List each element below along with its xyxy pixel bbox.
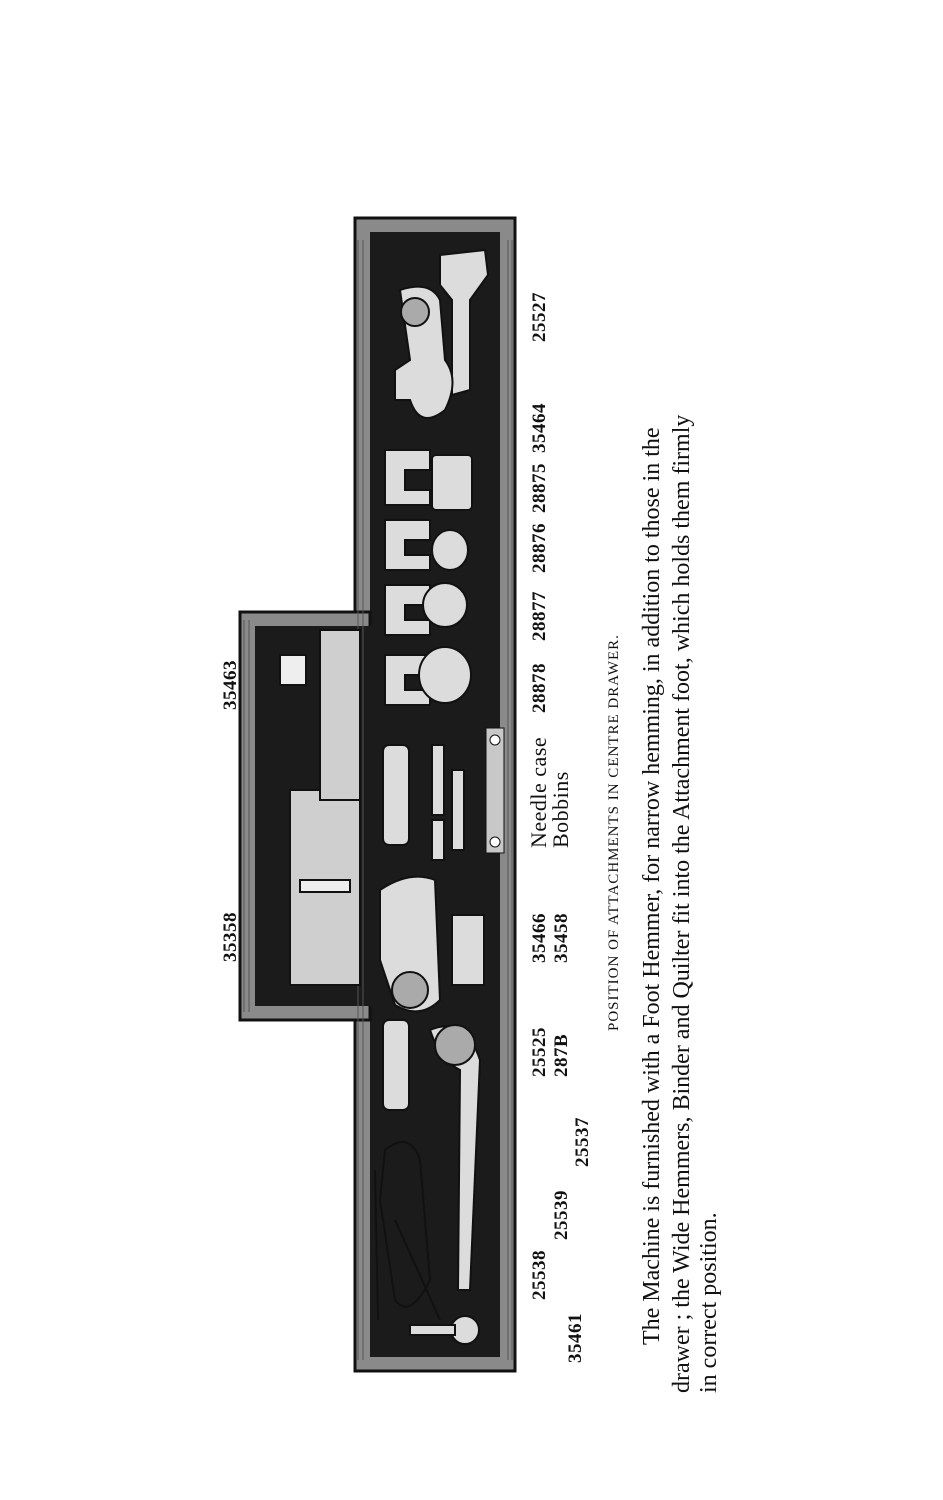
attachment-25537 xyxy=(378,1141,432,1308)
attachment-25525 xyxy=(382,1019,410,1111)
part-label-35458: 35458 xyxy=(551,913,572,963)
part-label-35464: 35464 xyxy=(529,403,550,453)
part-label-25539: 25539 xyxy=(551,1190,572,1240)
attachment-28875 xyxy=(384,449,431,506)
attachment-25527 xyxy=(439,248,490,397)
part-label-25527: 25527 xyxy=(529,292,550,342)
divider xyxy=(485,727,505,854)
part-label-287B: 287B xyxy=(551,1033,572,1077)
attachment-35466 xyxy=(379,875,442,1013)
paragraph-line-3: in correct position. xyxy=(696,1212,722,1393)
part-label-28875: 28875 xyxy=(529,463,550,513)
paragraph-line-1: The Machine is furnished with a Foot Hem… xyxy=(639,427,665,1345)
attachment-35458 xyxy=(451,914,485,986)
screw xyxy=(489,734,501,746)
bobbin xyxy=(451,769,465,851)
part-label-35461: 35461 xyxy=(565,1313,586,1363)
needle-case xyxy=(382,744,410,846)
attachment-35461 xyxy=(409,1324,456,1336)
part-label-35463: 35463 xyxy=(220,660,241,710)
part-label-needle-case: Needle case xyxy=(526,736,551,848)
part-label-28877: 28877 xyxy=(529,591,550,641)
part-label-bobbins: Bobbins xyxy=(548,771,573,848)
attachment-25539 xyxy=(374,1169,441,1321)
bobbin xyxy=(431,744,445,816)
part-label-28876: 28876 xyxy=(529,523,550,573)
part-label-25525: 25525 xyxy=(529,1027,550,1077)
part-label-35358: 35358 xyxy=(220,912,241,962)
part-label-25538: 25538 xyxy=(529,1250,550,1300)
part-label-25537: 25537 xyxy=(572,1117,593,1167)
paragraph-line-2: drawer ; the Wide Hemmers, Binder and Qu… xyxy=(669,414,695,1393)
attachment-35463 xyxy=(319,629,361,801)
part-label-28878: 28878 xyxy=(529,663,550,713)
screw xyxy=(489,836,501,848)
figure-caption: POSITION OF ATTACHMENTS IN CENTRE DRAWER… xyxy=(606,634,622,1031)
bobbin xyxy=(431,819,445,861)
part-label-35466: 35466 xyxy=(529,913,550,963)
attachment-28876 xyxy=(384,519,431,571)
